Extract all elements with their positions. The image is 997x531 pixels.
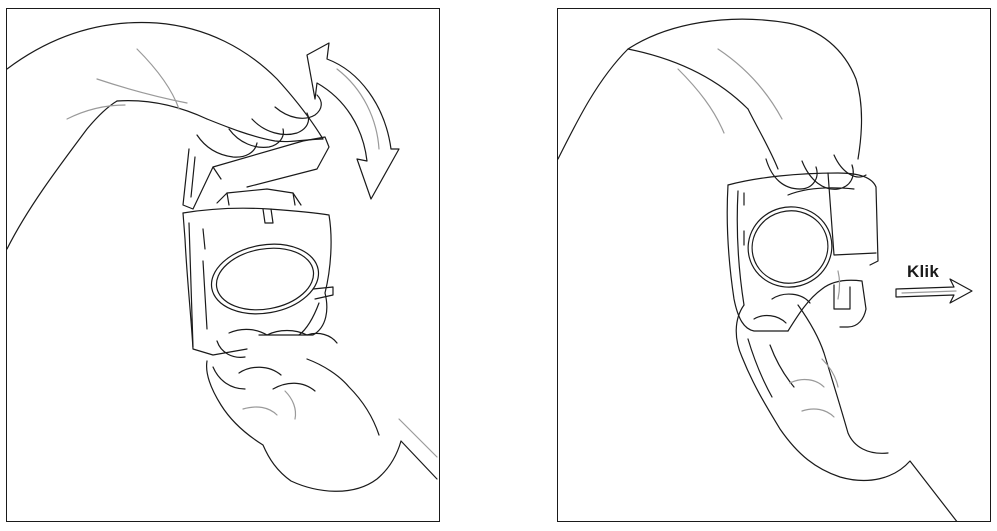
- right-arrow-icon: [896, 279, 972, 303]
- top-hand-icon: [7, 22, 323, 249]
- top-hand-icon: [558, 19, 866, 189]
- bottom-hand-icon: [207, 329, 437, 491]
- step-1-illustration: [7, 9, 440, 522]
- bottom-hand-icon: [736, 294, 958, 522]
- curved-rotation-arrow-icon: [307, 43, 399, 199]
- instruction-panel-step-1: [6, 8, 440, 522]
- instruction-panel-step-2: Klik: [557, 8, 991, 522]
- klik-label: Klik: [907, 262, 939, 282]
- inhaler-device-icon: [183, 137, 333, 355]
- inhaler-device-icon: [727, 173, 878, 331]
